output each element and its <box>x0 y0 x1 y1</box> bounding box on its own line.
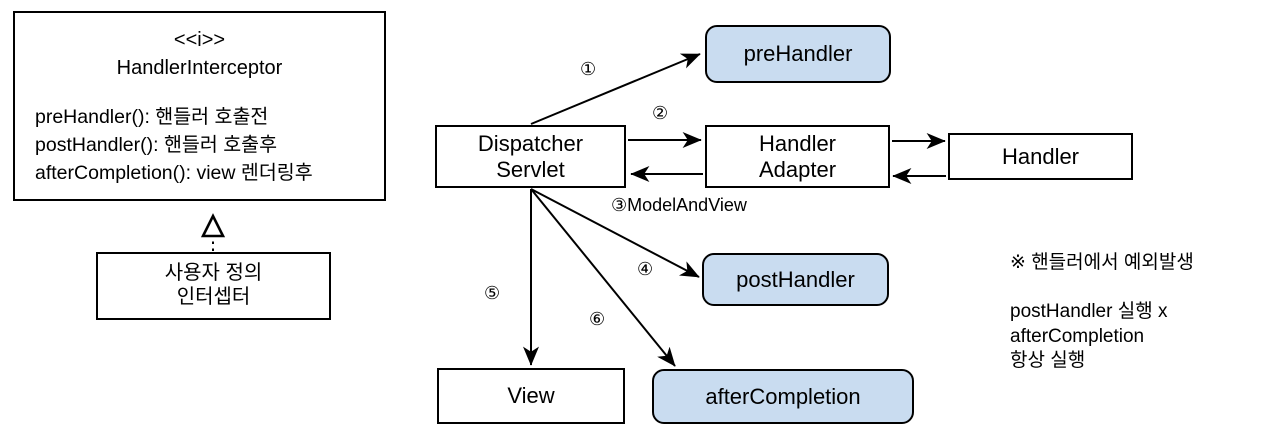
node-handler-label: Handler <box>1001 143 1080 169</box>
interface-header: <<i>> HandlerInterceptor <box>29 27 370 82</box>
node-after-completion: afterCompletion <box>652 369 914 424</box>
edge-label-step3-model-and-view: ③ModelAndView <box>611 195 747 215</box>
node-view-label: View <box>507 383 555 409</box>
custom-interceptor-label: 사용자 정의 인터셉터 <box>164 262 263 308</box>
exception-note-heading: ※ 핸들러에서 예외발생 <box>1010 252 1194 273</box>
node-handler-adapter-label: Handler Adapter <box>758 130 837 182</box>
node-pre-handler: preHandler <box>705 25 891 83</box>
interface-stereotype: <<i>> <box>173 29 226 51</box>
handler-interceptor-interface-box: <<i>> HandlerInterceptor preHandler(): 핸… <box>13 11 386 201</box>
node-post-handler-label: postHandler <box>736 266 855 292</box>
exception-note-body: postHandler 실행 x afterCompletion 항상 실행 <box>1010 301 1168 371</box>
custom-interceptor-box: 사용자 정의 인터셉터 <box>96 252 331 320</box>
edge-step6 <box>530 188 676 367</box>
edge-label-step6: ⑥ <box>589 309 606 329</box>
interface-operations-list: preHandler(): 핸들러 호출전 postHandler(): 핸들러… <box>35 106 313 184</box>
node-post-handler: postHandler <box>702 253 889 306</box>
node-after-completion-label: afterCompletion <box>705 383 861 409</box>
node-view: View <box>437 368 625 424</box>
exception-note: ※ 핸들러에서 예외발생 postHandler 실행 x afterCompl… <box>1010 251 1260 373</box>
edge-label-step4: ④ <box>637 259 654 279</box>
node-dispatcher-servlet-label: Dispatcher Servlet <box>477 130 584 182</box>
edge-label-step1: ① <box>580 59 597 79</box>
node-handler: Handler <box>948 133 1133 180</box>
node-pre-handler-label: preHandler <box>743 41 853 67</box>
edge-step1 <box>530 53 701 125</box>
node-dispatcher-servlet: Dispatcher Servlet <box>435 125 626 188</box>
node-handler-adapter: Handler Adapter <box>705 125 890 188</box>
interface-name: HandlerInterceptor <box>116 56 283 79</box>
edge-label-step2: ② <box>652 103 669 123</box>
edge-label-step5: ⑤ <box>484 283 501 303</box>
